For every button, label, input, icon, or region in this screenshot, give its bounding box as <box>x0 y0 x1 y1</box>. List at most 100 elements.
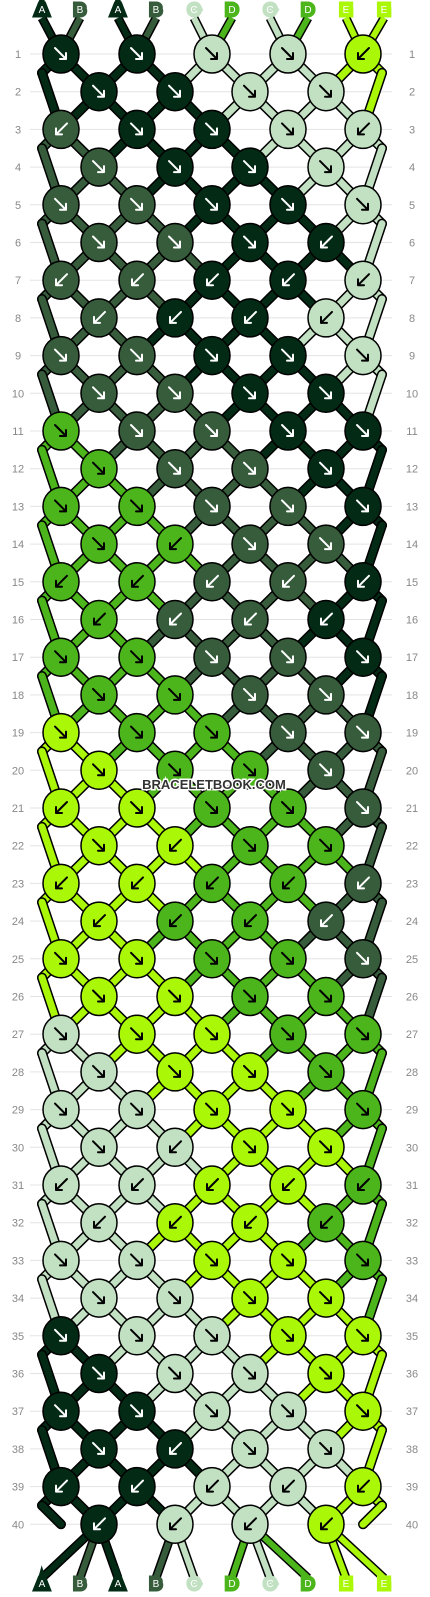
knot-arrow-icon <box>54 725 67 739</box>
row-number: 10 <box>12 388 24 400</box>
knot <box>80 448 118 489</box>
knot-arrow-icon <box>357 273 370 287</box>
knot <box>231 147 269 187</box>
row-number: 38 <box>12 1444 24 1456</box>
knot-arrow-icon <box>319 537 332 551</box>
row-number: 13 <box>406 501 418 513</box>
knot-arrow-icon <box>205 122 218 136</box>
knot-arrow-icon <box>54 197 67 211</box>
knot-arrow-icon <box>356 1102 369 1116</box>
knot-arrow-icon <box>356 725 369 739</box>
knot <box>344 788 382 828</box>
row-number: 31 <box>12 1180 24 1192</box>
row-number: 16 <box>406 615 418 627</box>
string-label-bottom: E <box>343 1579 350 1590</box>
knot <box>118 637 156 677</box>
knot-arrow-icon <box>244 310 257 324</box>
knot-arrow-icon <box>54 499 67 513</box>
knot <box>193 1466 231 1507</box>
knot <box>344 1089 382 1130</box>
knot-arrow-icon <box>130 1102 143 1116</box>
knot-arrow-icon <box>244 914 257 928</box>
knot <box>307 222 345 263</box>
knot-arrow-icon <box>92 1140 105 1154</box>
row-number: 11 <box>12 426 23 438</box>
knot-arrow-icon <box>205 801 218 814</box>
knot <box>156 524 194 564</box>
knot-arrow-icon <box>130 122 143 136</box>
knot-arrow-icon <box>357 1479 370 1493</box>
knot <box>80 1504 118 1545</box>
string-label-top: A <box>115 5 122 16</box>
knot-arrow-icon <box>205 348 218 362</box>
knot <box>307 147 345 187</box>
knot-arrow-icon <box>281 1328 294 1342</box>
knot <box>344 1391 382 1431</box>
knot-arrow-icon <box>130 499 143 513</box>
knot-arrow-icon <box>54 424 67 437</box>
knot-arrow-icon <box>54 650 67 664</box>
knot-arrow-icon <box>205 951 218 965</box>
knot <box>344 562 382 602</box>
knot-arrow-icon <box>130 725 143 739</box>
knot <box>193 260 231 300</box>
knot <box>269 1014 307 1054</box>
string-label-top: C <box>266 5 273 16</box>
knot-arrow-icon <box>93 1215 106 1229</box>
knot-arrow-icon <box>206 273 219 287</box>
knot <box>118 260 156 300</box>
knot-arrow-icon <box>243 1140 256 1154</box>
knot <box>80 298 118 338</box>
knot <box>269 335 307 376</box>
knot <box>42 1240 80 1281</box>
row-number: 15 <box>12 577 24 589</box>
knot-arrow-icon <box>55 122 68 136</box>
row-number: 24 <box>12 916 24 928</box>
string-label-bottom: A <box>39 1579 46 1590</box>
knot <box>344 109 382 150</box>
knot-arrow-icon <box>55 574 68 588</box>
knot-arrow-icon <box>205 725 218 739</box>
knot <box>42 939 80 979</box>
knot <box>80 524 118 564</box>
knot-arrow-icon <box>282 876 295 890</box>
row-number: 5 <box>409 200 415 212</box>
knot <box>344 34 382 74</box>
knot-arrow-icon <box>54 1253 67 1267</box>
knot-arrow-icon <box>168 461 181 475</box>
knot <box>156 1278 194 1318</box>
knot-arrow-icon <box>55 1178 68 1191</box>
knot <box>269 1466 307 1507</box>
row-number: 36 <box>12 1369 24 1381</box>
row-number: 13 <box>12 501 24 513</box>
knot <box>193 1089 231 1130</box>
knot <box>344 637 382 677</box>
knot <box>307 1202 345 1243</box>
knot-arrow-icon <box>243 687 256 701</box>
knot-arrow-icon <box>356 1027 369 1041</box>
knot-arrow-icon <box>168 84 181 98</box>
knot <box>118 1466 156 1507</box>
knot <box>80 373 118 414</box>
knot-arrow-icon <box>319 989 332 1003</box>
row-number: 32 <box>12 1218 24 1230</box>
knot-arrow-icon <box>130 424 143 437</box>
row-number: 19 <box>12 728 24 740</box>
knot-arrow-icon <box>130 1253 143 1267</box>
knot-arrow-icon <box>357 1178 370 1191</box>
row-number: 26 <box>12 992 24 1004</box>
knot <box>156 298 194 338</box>
knot-arrow-icon <box>169 1215 182 1229</box>
knot-arrow-icon <box>356 1404 369 1418</box>
knot-arrow-icon <box>54 1102 67 1116</box>
knot-arrow-icon <box>243 84 256 98</box>
knot <box>118 1089 156 1130</box>
knot-arrow-icon <box>205 650 218 664</box>
knot <box>118 562 156 602</box>
row-number: 39 <box>12 1482 24 1494</box>
knot <box>42 486 80 527</box>
row-number: 16 <box>12 615 24 627</box>
knot <box>42 863 80 904</box>
